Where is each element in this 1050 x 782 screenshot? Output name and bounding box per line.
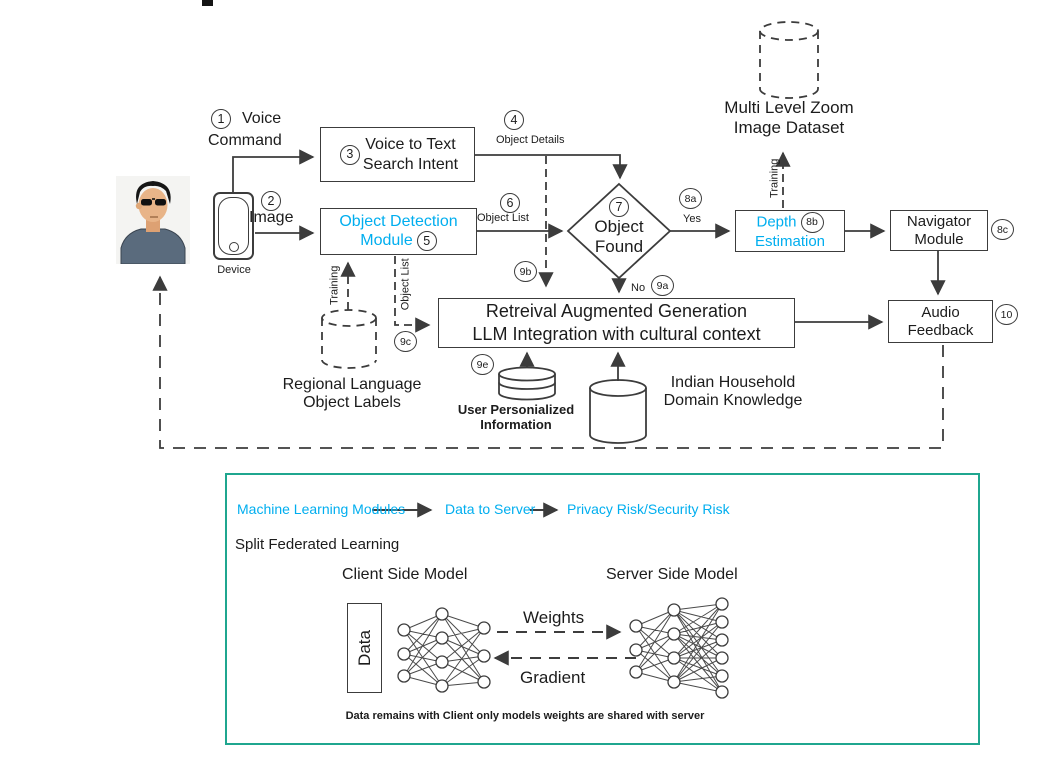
step-4-badge: 4: [504, 110, 524, 130]
object-detection-label: Object Detection: [339, 212, 458, 230]
indian-household-label: Indian Household Domain Knowledge: [663, 374, 803, 410]
data-box: Data: [347, 603, 382, 693]
dashed-connectors: [340, 151, 791, 333]
no-label: No: [631, 282, 646, 294]
yes-label: Yes: [683, 213, 701, 225]
split-federated-label: Split Federated Learning: [235, 536, 400, 553]
step-9e-badge: 9e: [471, 354, 494, 375]
multi-level-zoom-label: Multi Level Zoom Image Dataset: [724, 98, 854, 137]
step-2-badge: 2: [261, 191, 281, 211]
rag-line1: Retreival Augmented Generation: [485, 300, 748, 321]
step-5-badge: 5: [416, 231, 437, 252]
step-8a-badge: 8a: [679, 188, 702, 209]
legend-box: [225, 473, 980, 745]
voice-command-connector: [232, 149, 315, 192]
step-8c-badge: 8c: [991, 219, 1014, 240]
object-details-label: Object Details: [496, 134, 565, 146]
device-label: Device: [217, 264, 251, 276]
step-7-badge: 7: [609, 197, 629, 218]
regional-labels-cylinder: [321, 309, 377, 369]
step-9a-badge: 9a: [651, 275, 674, 296]
image-label: Image: [249, 209, 294, 226]
indian-household-cylinder: [589, 379, 647, 444]
object-found-diamond-label: 7 Object Found: [571, 196, 667, 256]
device-illustration: [213, 192, 254, 260]
privacy-risk-label: Privacy Risk/Security Risk: [567, 501, 730, 517]
device-screen: [218, 197, 249, 255]
gradient-label: Gradient: [520, 668, 586, 687]
voice-to-text-label: Voice to Text Search Intent: [362, 136, 459, 173]
estimation-line: Estimation: [754, 232, 826, 250]
command-label: Command: [208, 132, 282, 149]
multi-level-zoom-cylinder: [759, 21, 819, 99]
rag-llm-box: Retreival Augmented Generation LLM Integ…: [438, 298, 795, 348]
voice-to-text-box: 3 Voice to Text Search Intent: [320, 127, 475, 182]
client-network: [397, 607, 491, 693]
solid-connectors: [232, 149, 946, 381]
user-icon: [116, 176, 190, 264]
user-personalized-cylinder: [498, 366, 556, 401]
object-list-label: Object List: [477, 212, 529, 224]
step-3-badge: 3: [339, 144, 360, 165]
object-found-diamond-shape: [566, 182, 672, 280]
legend-caption: Data remains with Client only models wei…: [345, 710, 705, 722]
user-personalized-label: User Personialized Information: [457, 402, 575, 432]
object-details-connector: [475, 154, 628, 180]
client-model-label: Client Side Model: [342, 566, 468, 583]
object-list-to-rag-dashed: [394, 256, 431, 333]
step-9c-badge: 9c: [394, 331, 417, 352]
rag-line2: LLM Integration with cultural context: [472, 324, 761, 344]
step-10-badge: 10: [995, 304, 1018, 325]
weights-label: Weights: [523, 608, 585, 627]
ml-modules-label: Machine Learning Modules: [237, 501, 406, 517]
training-label-depth: Training: [768, 158, 781, 198]
audio-feedback-box: Audio Feedback: [888, 300, 993, 343]
data-label: Data: [354, 630, 374, 666]
server-model-label: Server Side Model: [606, 566, 738, 583]
object-list-vertical-label: Object List: [399, 258, 412, 311]
feedback-loop-dashed: [152, 275, 944, 449]
device-home-button: [228, 242, 239, 252]
training-label-detect: Training: [328, 265, 341, 305]
navigator-module-box: Navigator Module: [890, 210, 988, 251]
crop-artifact: [202, 0, 213, 6]
regional-labels-label: Regional Language Object Labels: [282, 376, 422, 412]
step-1-badge: 1: [211, 109, 231, 129]
voice-label: Voice: [242, 110, 282, 127]
step-6-badge: 6: [500, 193, 520, 213]
step-9b-badge: 9b: [514, 261, 537, 282]
server-network: [629, 597, 729, 699]
step-8b-badge: 8b: [800, 211, 824, 233]
data-to-server-label: Data to Server: [445, 501, 536, 517]
legend-arrows: [372, 502, 636, 666]
